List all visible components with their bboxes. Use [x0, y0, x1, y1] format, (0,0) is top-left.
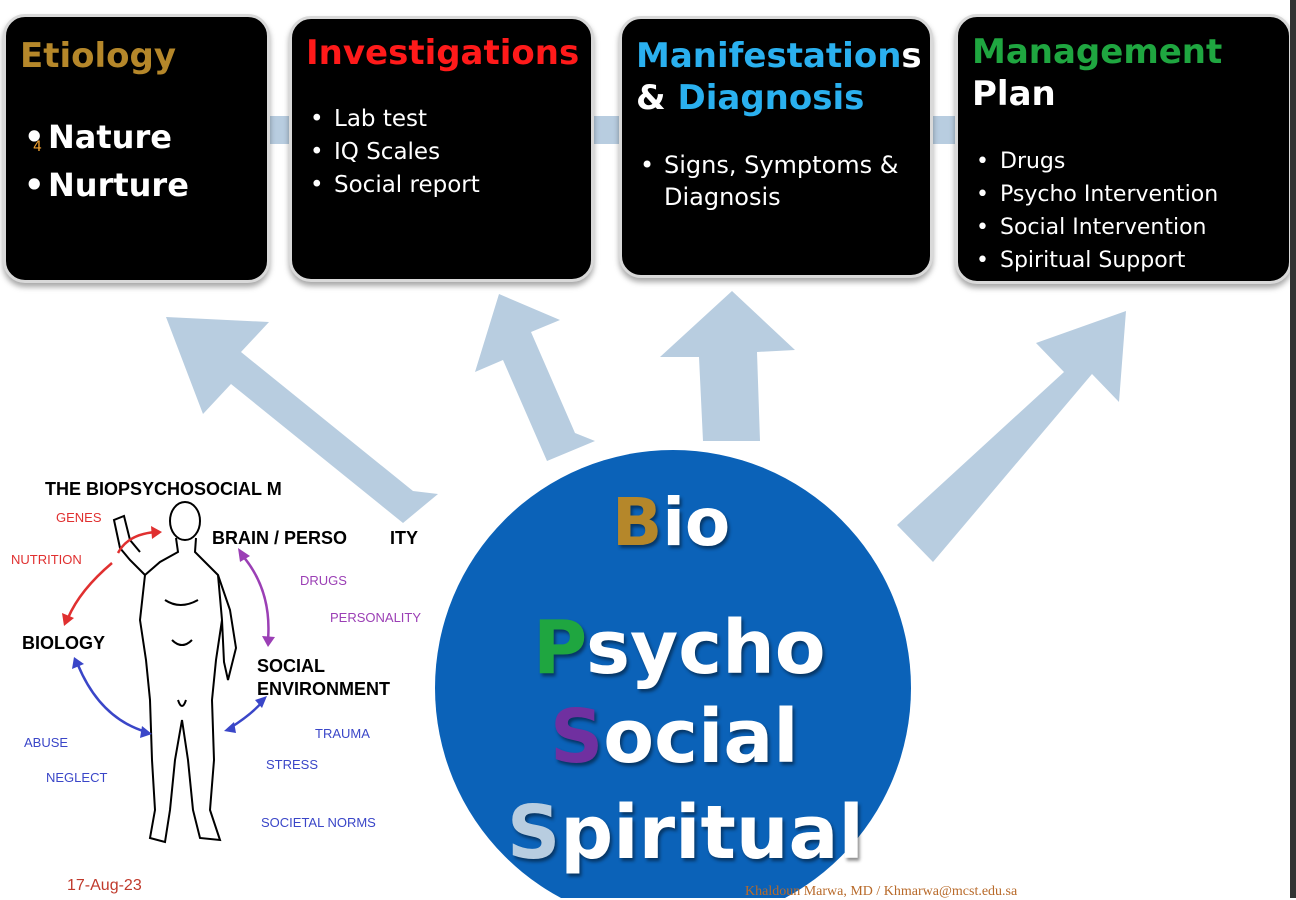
- bps-abuse-label: ABUSE: [24, 735, 69, 750]
- manifestations-title-line1: Manifestations: [636, 35, 922, 77]
- etiology-box: Etiology Nature Nurture 4: [3, 14, 270, 283]
- psycho-rest: sycho: [585, 605, 826, 691]
- manifestations-box: Manifestations & Diagnosis Signs, Sympto…: [619, 16, 933, 278]
- manifestations-title-amp: &: [636, 78, 678, 118]
- list-item-line2: Diagnosis: [664, 183, 781, 211]
- list-item: Spiritual Support: [972, 244, 1218, 277]
- circle-word-psycho: Psycho: [533, 605, 826, 691]
- management-title-line1: Management: [972, 32, 1223, 72]
- list-item: Signs, Symptoms & Diagnosis: [636, 149, 898, 213]
- social-rest: ocial: [603, 694, 799, 780]
- circle-word-spiritual: Spiritual: [507, 790, 864, 876]
- bps-trauma-label: TRAUMA: [315, 726, 370, 741]
- manifestations-title-a: Manifestation: [636, 36, 902, 76]
- spiritual-rest: piritual: [560, 790, 864, 876]
- manifestations-title-b: s: [901, 36, 922, 76]
- slide-author-footer: Khaldoun Marwa, MD / Khmarwa@mcst.edu.sa: [745, 884, 1018, 899]
- psycho-initial: P: [533, 605, 586, 691]
- bps-circle-fill: [435, 450, 911, 898]
- social-initial: S: [550, 694, 604, 780]
- environment-arrow: [229, 701, 263, 730]
- bps-personality-label: PERSONALITY: [330, 610, 422, 625]
- circle-word-bio: Bio: [612, 484, 730, 561]
- investigations-box: Investigations Lab test IQ Scales Social…: [289, 16, 594, 282]
- bps-social-line1: SOCIAL: [257, 656, 326, 676]
- arrow-to-etiology: [166, 317, 438, 523]
- genes-arrowhead: [151, 526, 162, 539]
- connector-2: [592, 116, 622, 144]
- personality-arrow: [241, 554, 270, 641]
- management-list: Drugs Psycho Intervention Social Interve…: [972, 145, 1218, 277]
- list-item: Nature: [20, 113, 189, 161]
- management-box: Management Plan Drugs Psycho Interventio…: [955, 14, 1292, 284]
- bps-genes-label: GENES: [56, 510, 102, 525]
- list-item: Nurture: [20, 161, 189, 209]
- list-item-line1: Signs, Symptoms &: [664, 151, 899, 179]
- environment-arrowhead-right: [255, 696, 267, 708]
- arrow-to-investigations: [475, 294, 595, 461]
- slide-date: 17-Aug-23: [67, 877, 142, 894]
- environment-arrowhead-left: [224, 722, 236, 733]
- list-item: IQ Scales: [306, 136, 480, 169]
- window-edge: [1290, 0, 1296, 898]
- arrow-to-manifestations: [660, 291, 795, 441]
- biology-body-arrow: [76, 664, 147, 734]
- personality-arrowhead-top: [238, 548, 250, 562]
- bps-social-label: SOCIAL ENVIRONMENT: [257, 655, 390, 701]
- investigations-title: Investigations: [306, 33, 580, 73]
- bio-initial: B: [612, 484, 663, 561]
- bps-biology-label: BIOLOGY: [22, 633, 106, 653]
- bio-rest: io: [662, 484, 731, 561]
- slide-number: 4: [33, 139, 42, 155]
- human-figure: [112, 501, 238, 844]
- biology-arrowhead-bottom: [140, 726, 152, 738]
- bps-societal-norms-label: SOCIETAL NORMS: [261, 815, 376, 830]
- personality-arrowhead-bottom: [262, 636, 275, 647]
- nutrition-arrow: [66, 562, 113, 619]
- manifestations-list: Signs, Symptoms & Diagnosis: [636, 149, 898, 213]
- list-item: Social report: [306, 169, 480, 202]
- bps-brain-label-tail: ITY: [390, 528, 419, 548]
- biology-arrowhead-top: [72, 657, 84, 669]
- manifestations-title-line2: & Diagnosis: [636, 77, 864, 119]
- bps-stress-label: STRESS: [266, 757, 319, 772]
- list-item: Drugs: [972, 145, 1218, 178]
- bps-social-line2: ENVIRONMENT: [257, 679, 391, 699]
- spiritual-initial: S: [507, 790, 561, 876]
- investigations-list: Lab test IQ Scales Social report: [306, 103, 480, 202]
- etiology-title: Etiology: [20, 36, 177, 76]
- list-item: Psycho Intervention: [972, 178, 1218, 211]
- list-item: Lab test: [306, 103, 480, 136]
- etiology-list: Nature Nurture: [20, 113, 189, 209]
- arrow-to-management: [897, 311, 1126, 562]
- nutrition-arrowhead: [62, 613, 74, 626]
- bps-model-title: THE BIOPSYCHOSOCIAL M: [45, 479, 282, 499]
- bps-nutrition-label: NUTRITION: [11, 552, 82, 567]
- connector-1: [268, 116, 292, 144]
- bps-brain-label: BRAIN / PERSO: [212, 528, 348, 548]
- bps-drugs-label: DRUGS: [300, 573, 347, 588]
- manifestations-title-diagnosis: Diagnosis: [677, 78, 865, 118]
- management-title-line2: Plan: [972, 74, 1056, 114]
- circle-word-social: Social: [550, 694, 799, 780]
- bps-neglect-label: NEGLECT: [46, 770, 108, 785]
- connector-3: [931, 116, 957, 144]
- list-item: Social Intervention: [972, 211, 1218, 244]
